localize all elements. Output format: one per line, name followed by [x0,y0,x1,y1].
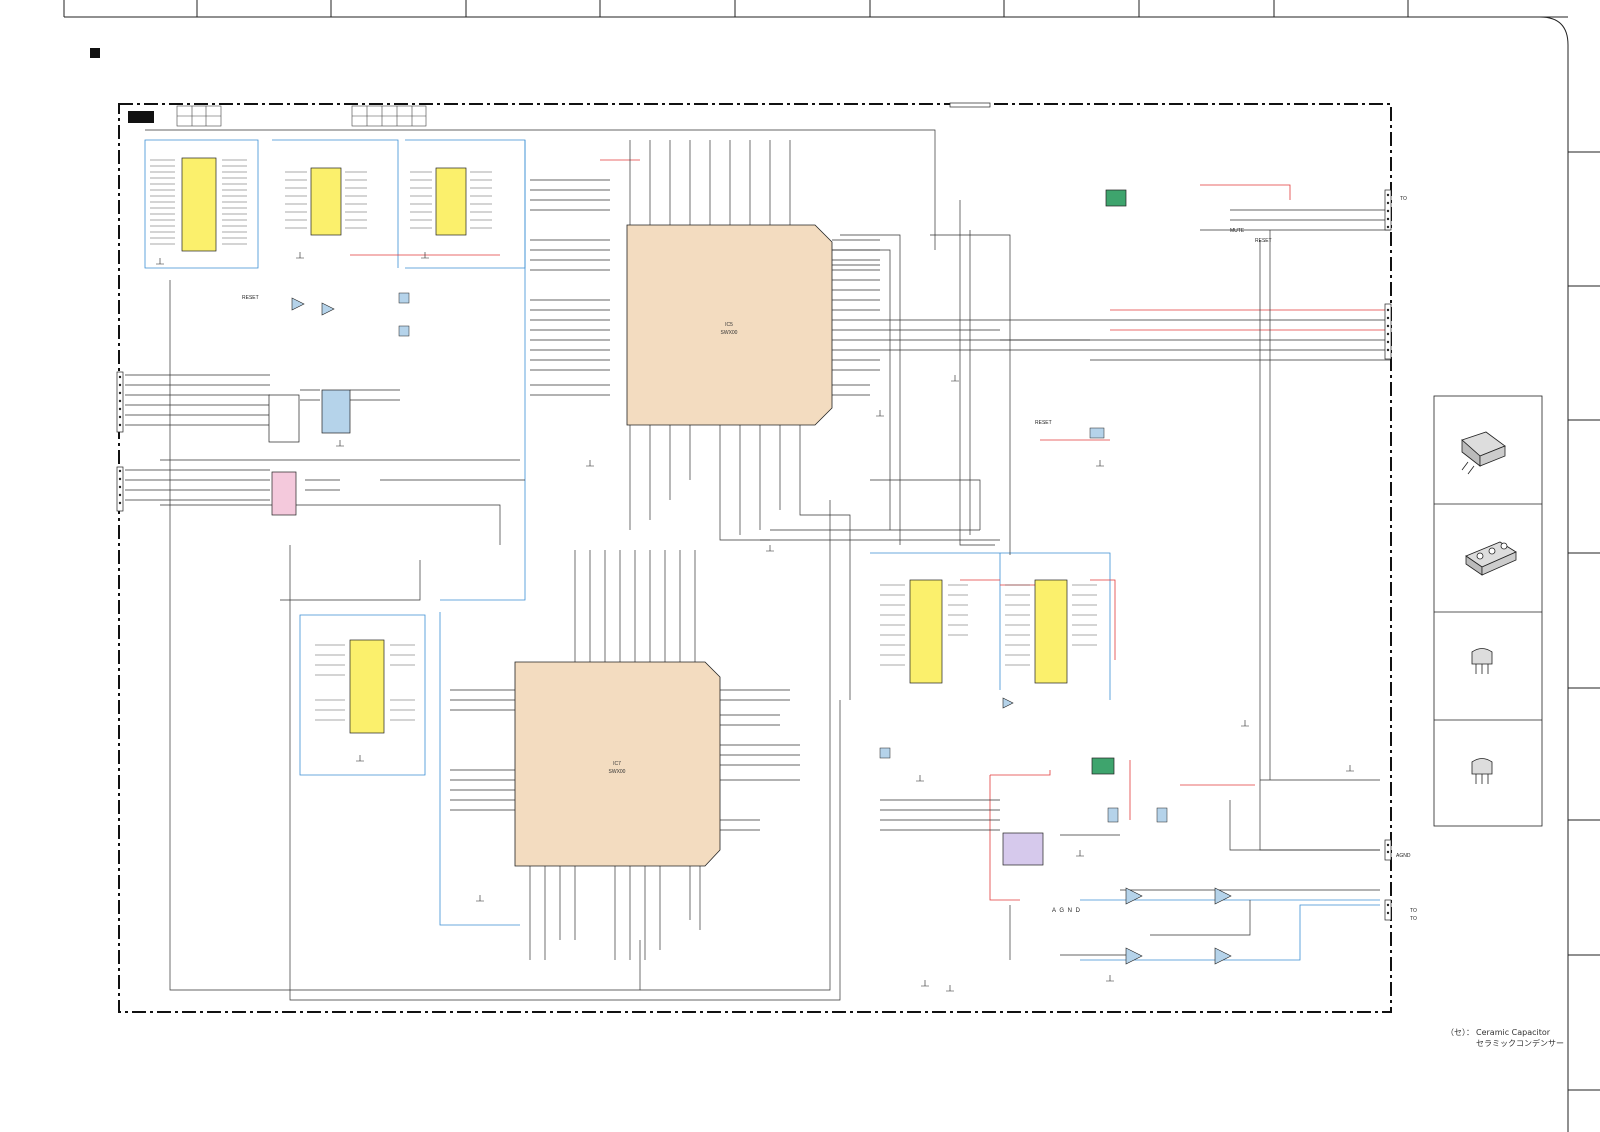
opamp-icons [1125,887,1232,965]
small-ic-6 [1156,807,1168,823]
memory-ic-1 [181,157,217,252]
mute-label: MUTE [1230,228,1245,234]
d-pak-transistor-icon [1461,431,1506,475]
small-ic-4 [879,747,891,759]
reset-label-2: RESET [1035,420,1052,426]
wires-black [125,129,1390,1001]
memory-ic-2 [310,167,342,236]
reset-label-1: RESET [242,295,259,301]
small-ic-3 [1089,427,1105,439]
agnd-label: A G N D [1052,908,1081,914]
to220-transistor-icon [1465,541,1517,576]
small-ic-5 [1107,807,1119,823]
right-ruler [1568,151,1600,1091]
reset-label-3: RESET [1255,238,1272,244]
agnd-conn-label: AGND [1396,853,1411,859]
variant-table-1 [176,105,222,127]
conn-to-1: TO [1400,196,1407,202]
pin-label-texture [150,159,1097,721]
legend-english: Ceramic Capacitor [1476,1028,1551,1037]
wires-red [350,159,1390,901]
legend-japanese: セラミックコンデンサー [1476,1039,1564,1048]
regulator-ic-2 [1091,757,1115,775]
legend-mark: （セ）： [1446,1028,1474,1037]
ic5-chip: IC5 SWX00 [626,224,833,426]
ic5-part-label: SWX00 [721,330,738,336]
regulator-ic-1 [1105,189,1127,207]
ic7-chip: IC7 SWX00 [514,661,721,867]
ic5-ref-label: IC5 [725,322,733,328]
memory-ic-4 [349,639,385,734]
variant-table-2 [351,105,427,127]
small-ic-1 [398,292,410,304]
capacitor-legend: （セ）： Ceramic Capacitor セラミックコンデンサー [1446,1027,1564,1049]
conn-to-3: TO [1410,916,1417,922]
memory-ic-3 [435,167,467,236]
conn-to-2: TO [1410,908,1417,914]
parts-panel [1433,395,1543,827]
opto-ic [321,389,351,434]
logic-ic [268,394,300,443]
to92-transistor-icon [1471,648,1493,674]
small-ic-2 [398,325,410,337]
memory-ic-6 [1034,579,1068,684]
top-ruler [63,0,1569,1132]
ic7-part-label: SWX00 [609,769,626,775]
board-label-block [128,111,154,123]
dac-ic [1002,832,1044,866]
to92-transistor-icon-2 [1471,758,1493,784]
section-bullet-icon [90,48,100,58]
ground-symbols [156,252,1354,992]
gate-icons [291,297,1014,709]
buffer-ic [271,471,297,516]
ic7-ref-label: IC7 [613,761,621,767]
connector-pins [118,193,1390,915]
board-boundary [118,103,1392,1013]
memory-ic-5 [909,579,943,684]
